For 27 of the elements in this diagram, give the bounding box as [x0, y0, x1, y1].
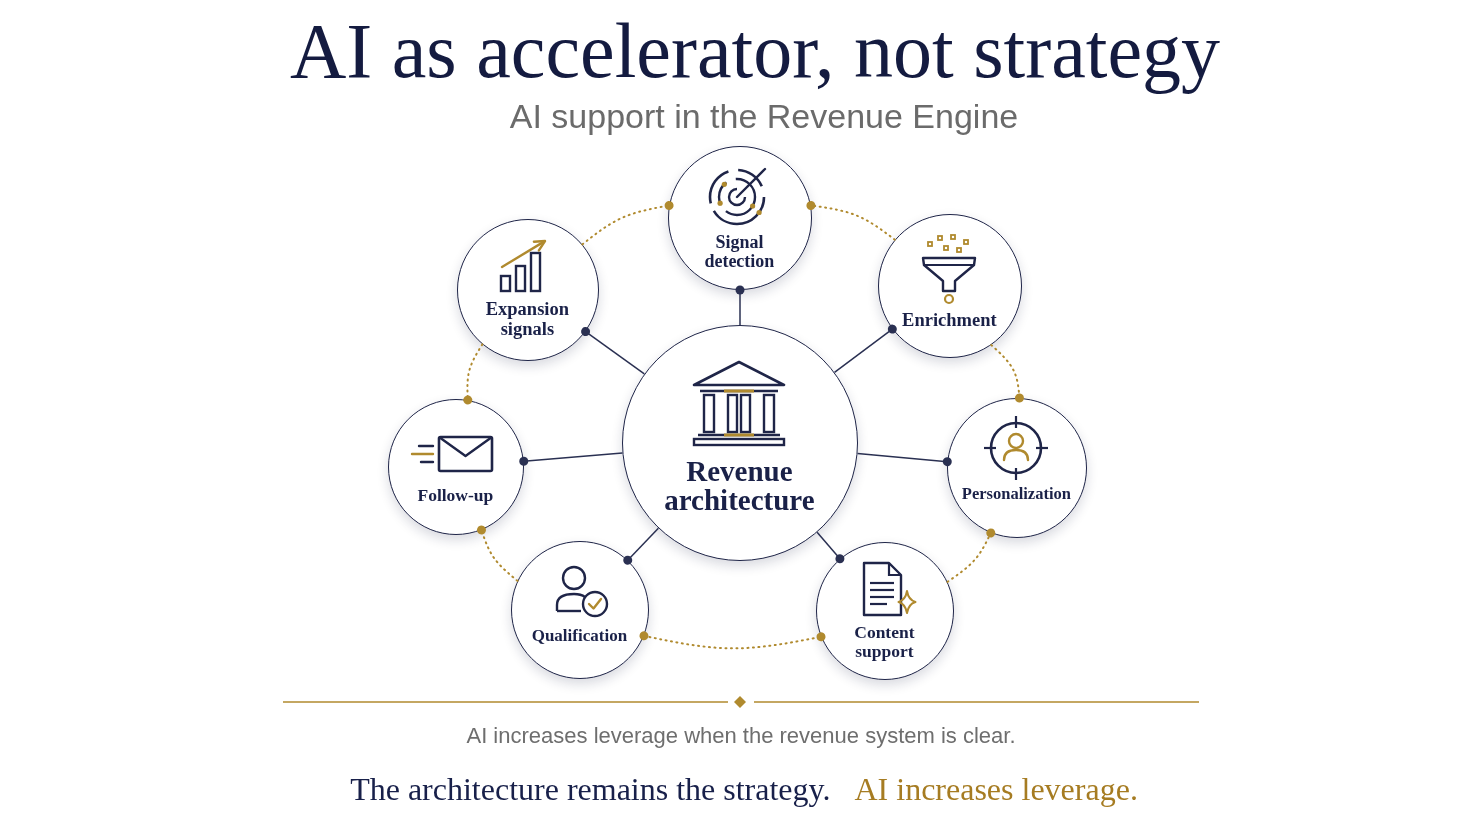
- connector-line: [581, 327, 646, 375]
- node-label: Revenue architecture: [663, 457, 816, 514]
- connector-line: [833, 324, 897, 374]
- node-label: Content support: [853, 623, 916, 660]
- node-label: Personalization: [960, 485, 1072, 504]
- dotted-connector: [946, 528, 996, 583]
- connector-line: [856, 452, 952, 467]
- node-label: Qualification: [530, 627, 629, 646]
- connector-line: [735, 285, 745, 326]
- connector-line: [816, 531, 845, 564]
- subtitle: AI support in the Revenue Engine: [509, 99, 1019, 133]
- connector-line: [623, 527, 660, 565]
- node-label: Signal detection: [703, 233, 776, 272]
- node-label: Expansion signals: [484, 299, 571, 339]
- summary-text: AI increases leverage when the revenue system is clear.: [466, 725, 1016, 747]
- node-circle: [511, 541, 649, 679]
- dotted-connector: [639, 631, 826, 650]
- dotted-connector: [806, 201, 896, 241]
- dotted-connector: [463, 343, 484, 405]
- node-label: Follow-up: [416, 486, 495, 505]
- closing-statement: The architecture remains the strategy.: [350, 773, 831, 805]
- dotted-connector: [477, 525, 519, 582]
- closing-highlight: AI increases leverage.: [854, 773, 1138, 805]
- dotted-connector: [581, 201, 674, 246]
- connector-line: [519, 452, 624, 466]
- node-label: Enrichment: [901, 311, 998, 332]
- dotted-connector: [990, 344, 1024, 403]
